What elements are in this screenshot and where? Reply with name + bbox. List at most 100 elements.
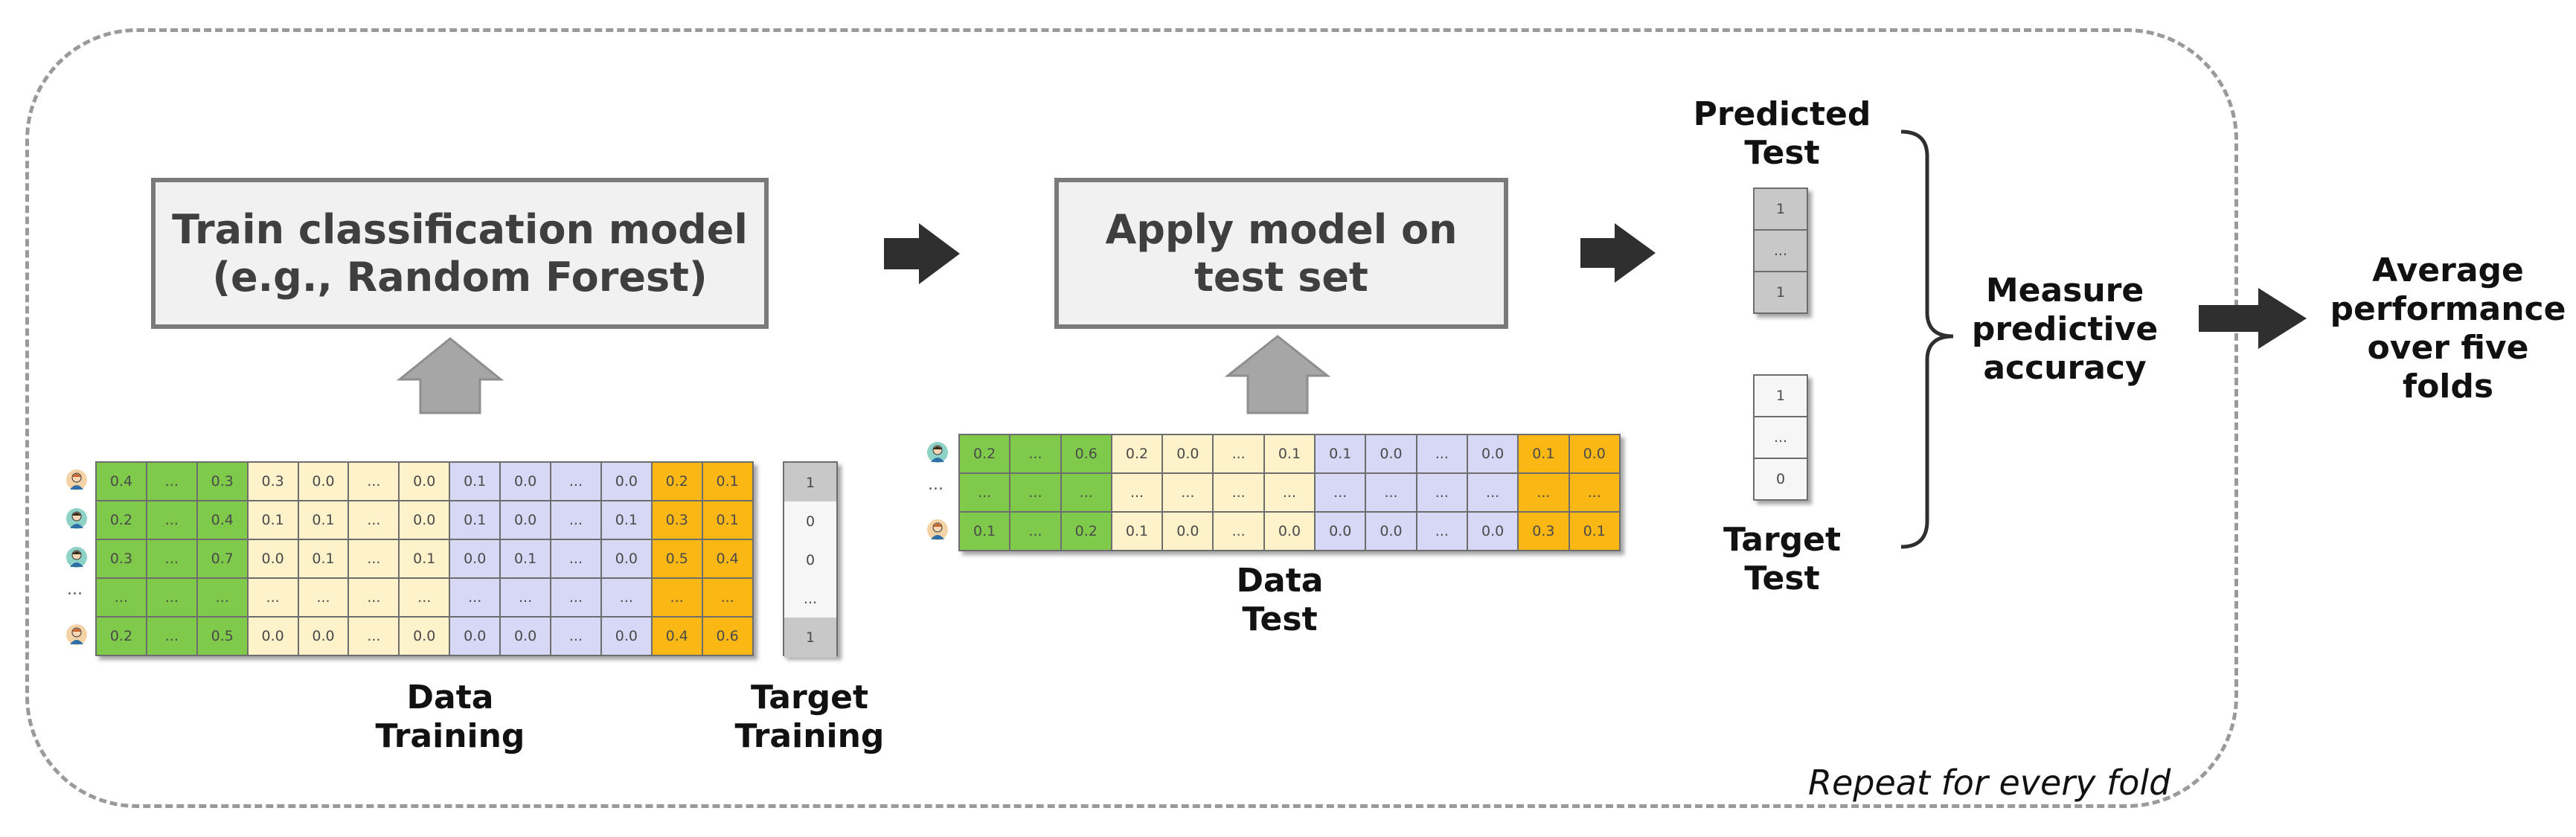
person-male-icon xyxy=(66,508,87,529)
table-cell: 0.0 xyxy=(400,463,449,500)
person-male-icon xyxy=(927,442,948,463)
table-cell: 0.1 xyxy=(248,501,298,539)
table-cell: ... xyxy=(1061,474,1111,511)
table-cell: 0.1 xyxy=(1316,435,1365,472)
vector-cell: 1 xyxy=(784,463,836,503)
table-cell: 0.1 xyxy=(501,540,551,577)
table-cell: 0.4 xyxy=(702,540,752,577)
average-performance-label: Average performance over five folds xyxy=(2330,251,2566,405)
table-cell: ... xyxy=(551,463,600,500)
table-cell: ... xyxy=(1417,474,1467,511)
table-cell: ... xyxy=(349,501,399,539)
target-training-label: Target Training xyxy=(734,679,885,755)
table-cell: ... xyxy=(147,579,196,616)
table-cell: ... xyxy=(349,618,399,655)
table-cell: ... xyxy=(1214,513,1263,550)
right-arrow-1-icon xyxy=(884,223,960,284)
table-cell: ... xyxy=(551,540,600,577)
table-cell: 0.0 xyxy=(601,463,651,500)
table-cell: 0.3 xyxy=(652,501,702,539)
table-cell: 0.0 xyxy=(501,618,551,655)
table-cell: ... xyxy=(349,540,399,577)
table-cell: ... xyxy=(1010,474,1060,511)
person-female-icon xyxy=(927,519,948,540)
table-cell: ... xyxy=(1214,435,1263,472)
table-cell: ... xyxy=(702,579,752,616)
table-cell: ... xyxy=(1163,474,1213,511)
table-cell: 0.0 xyxy=(1163,435,1213,472)
up-arrow-train-icon xyxy=(396,337,504,414)
table-cell: ... xyxy=(1112,474,1162,511)
right-arrow-3-icon xyxy=(2199,288,2307,349)
table-cell: 0.0 xyxy=(450,618,500,655)
vector-cell: 1 xyxy=(1755,272,1807,312)
table-cell: 0.7 xyxy=(197,540,247,577)
vector-cell: 0 xyxy=(784,540,836,580)
table-cell: 0.0 xyxy=(601,618,651,655)
vector-cell: ... xyxy=(784,579,836,619)
table-cell: ... xyxy=(1010,513,1060,550)
table-cell: 0.0 xyxy=(1366,513,1416,550)
table-cell: 0.0 xyxy=(501,463,551,500)
target-test-label: Target Test xyxy=(1723,521,1842,597)
table-cell: 0.5 xyxy=(197,618,247,655)
table-cell: ... xyxy=(298,579,348,616)
table-cell: 0.0 xyxy=(601,540,651,577)
table-cell: ... xyxy=(960,474,1010,511)
table-cell: 0.0 xyxy=(248,618,298,655)
table-cell: 0.1 xyxy=(1112,513,1162,550)
table-cell: 0.3 xyxy=(248,463,298,500)
table-cell: 0.1 xyxy=(1519,435,1569,472)
table-cell: 0.6 xyxy=(702,618,752,655)
table-cell: 0.0 xyxy=(1569,435,1619,472)
table-cell: 0.0 xyxy=(298,463,348,500)
table-cell: 0.0 xyxy=(1366,435,1416,472)
table-cell: ... xyxy=(1264,474,1315,511)
table-cell: 0.0 xyxy=(1264,513,1315,550)
table-cell: ... xyxy=(551,618,600,655)
table-cell: 0.1 xyxy=(400,540,449,577)
table-cell: 0.1 xyxy=(1569,513,1619,550)
table-cell: 0.1 xyxy=(702,501,752,539)
table-cell: 0.0 xyxy=(248,540,298,577)
table-cell: 0.1 xyxy=(450,463,500,500)
person-male-icon xyxy=(66,547,87,568)
table-cell: ... xyxy=(1519,474,1569,511)
data-test-label: Data Test xyxy=(1236,562,1324,638)
table-cell: 0.0 xyxy=(1316,513,1365,550)
target-test-vector: 1...0 xyxy=(1753,374,1808,501)
table-cell: 0.1 xyxy=(960,513,1010,550)
vector-cell: 0 xyxy=(784,501,836,542)
table-cell: 0.1 xyxy=(1264,435,1315,472)
table-cell: ... xyxy=(400,579,449,616)
table-cell: ... xyxy=(601,579,651,616)
vector-cell: 0 xyxy=(1755,459,1807,499)
vector-cell: 1 xyxy=(1755,189,1807,229)
table-cell: ... xyxy=(147,463,196,500)
fold-loop-frame xyxy=(25,28,2238,808)
row-ellipsis: ... xyxy=(928,475,943,494)
table-cell: 0.0 xyxy=(1467,513,1518,550)
table-cell: 0.3 xyxy=(97,540,146,577)
data-training-label: Data Training xyxy=(375,679,525,755)
apply-model-box: Apply model on test set xyxy=(1054,178,1508,329)
table-cell: 0.4 xyxy=(652,618,702,655)
table-cell: 0.0 xyxy=(501,501,551,539)
table-cell: ... xyxy=(1417,435,1467,472)
predicted-test-vector: 1...1 xyxy=(1753,187,1808,314)
table-cell: 0.2 xyxy=(1061,513,1111,550)
table-cell: 0.1 xyxy=(450,501,500,539)
table-cell: 0.0 xyxy=(1163,513,1213,550)
table-cell: ... xyxy=(1417,513,1467,550)
row-ellipsis: ... xyxy=(67,580,83,599)
brace-icon xyxy=(1900,129,1954,549)
table-cell: 0.6 xyxy=(1061,435,1111,472)
table-cell: ... xyxy=(450,579,500,616)
table-cell: 0.3 xyxy=(1519,513,1569,550)
table-cell: ... xyxy=(147,501,196,539)
measure-accuracy-label: Measure predictive accuracy xyxy=(1971,272,2159,387)
table-cell: ... xyxy=(1366,474,1416,511)
